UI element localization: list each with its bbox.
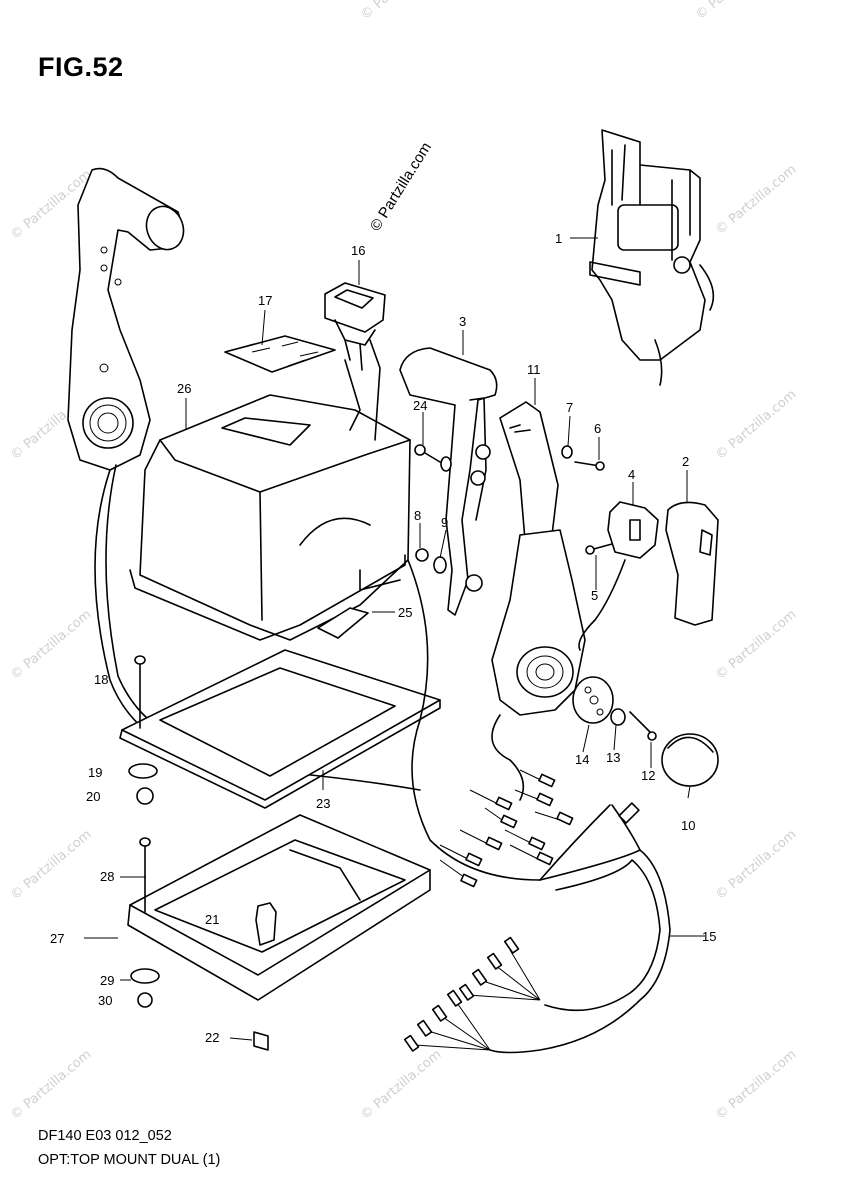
part-bracket-25 <box>317 607 369 639</box>
part-lug-21 <box>255 902 277 946</box>
part-cap-10 <box>661 733 719 787</box>
callout-4: 4 <box>628 467 635 482</box>
part-nut-20 <box>136 787 154 805</box>
callout-19: 19 <box>88 765 102 780</box>
callout-labels: 1 2 3 4 5 6 7 8 9 10 11 12 13 14 15 16 1… <box>50 231 716 1045</box>
callout-2: 2 <box>682 454 689 469</box>
watermark-tile: © Partzilla.com <box>713 827 799 903</box>
part-screw-6 <box>574 461 605 471</box>
part-nut-30 <box>137 992 153 1008</box>
part-bolt-18 <box>134 655 146 729</box>
part-washer-13 <box>610 708 626 726</box>
callout-29: 29 <box>100 973 114 988</box>
callout-20: 20 <box>86 789 100 804</box>
watermark-tile: © Partzilla.com <box>8 827 94 903</box>
callout-11: 11 <box>527 362 541 377</box>
part-washer-29 <box>130 968 160 984</box>
part-bolt-28 <box>139 837 151 913</box>
callout-24: 24 <box>413 398 427 413</box>
watermark-tile: © Partzilla.com <box>713 162 799 238</box>
part-handle-3 <box>399 347 498 616</box>
part-plate-14 <box>572 676 614 724</box>
watermark-tile: © Partzilla.com <box>713 387 799 463</box>
part-switch-4 <box>578 501 659 651</box>
callout-7: 7 <box>566 400 573 415</box>
part-remote-control-unit <box>589 129 715 386</box>
callout-8: 8 <box>414 508 421 523</box>
callout-26: 26 <box>177 381 191 396</box>
watermark-tile: © Partzilla.com <box>358 0 444 23</box>
callout-17: 17 <box>258 293 272 308</box>
callout-27: 27 <box>50 931 64 946</box>
part-lever-11 <box>491 401 586 716</box>
callout-14: 14 <box>575 752 589 767</box>
connector-group-upper <box>439 769 574 888</box>
watermark-tile: © Partzilla.com <box>713 1047 799 1123</box>
part-bolt-12 <box>629 711 657 741</box>
callout-3: 3 <box>459 314 466 329</box>
part-plate-17 <box>224 335 336 373</box>
callout-15: 15 <box>702 929 716 944</box>
callout-13: 13 <box>606 750 620 765</box>
callout-23: 23 <box>316 796 330 811</box>
callout-25: 25 <box>398 605 412 620</box>
figure-title: FIG.52 <box>38 52 124 82</box>
callout-28: 28 <box>100 869 114 884</box>
part-cover-26 <box>129 394 411 641</box>
callout-12: 12 <box>641 768 655 783</box>
watermark-tile: © Partzilla.com <box>8 1047 94 1123</box>
callout-22: 22 <box>205 1030 219 1045</box>
part-bolt-24 <box>414 444 452 472</box>
callout-9: 9 <box>441 515 448 530</box>
callout-10: 10 <box>681 818 695 833</box>
watermark-tile: © Partzilla.com <box>713 607 799 683</box>
connector-group-lower <box>403 936 541 1052</box>
part-washer-19 <box>128 763 158 779</box>
callout-21: 21 <box>205 912 219 927</box>
watermark-center: © Partzilla.com <box>367 139 435 234</box>
diagram-code: DF140 E03 012_052 <box>38 1128 172 1144</box>
callout-1: 1 <box>555 231 562 246</box>
part-gasket-23 <box>119 649 441 809</box>
callout-16: 16 <box>351 243 365 258</box>
part-base-27 <box>127 814 431 1001</box>
part-left-lever <box>67 167 421 791</box>
part-harness-15 <box>403 559 671 1054</box>
part-washer-7 <box>561 445 573 459</box>
watermark-tile: © Partzilla.com <box>8 607 94 683</box>
callout-6: 6 <box>594 421 601 436</box>
callout-30: 30 <box>98 993 112 1008</box>
part-screw-5 <box>585 543 613 555</box>
part-clip-22 <box>253 1031 269 1051</box>
part-cap-2 <box>665 501 719 626</box>
part-switch-16 <box>324 282 386 441</box>
callout-18: 18 <box>94 672 108 687</box>
watermark-tile: © Partzilla.com <box>693 0 779 23</box>
diagram-description: OPT:TOP MOUNT DUAL (1) <box>38 1152 221 1168</box>
leader-lines <box>84 237 705 1041</box>
watermark-tile: © Partzilla.com <box>358 1047 444 1123</box>
callout-5: 5 <box>591 588 598 603</box>
